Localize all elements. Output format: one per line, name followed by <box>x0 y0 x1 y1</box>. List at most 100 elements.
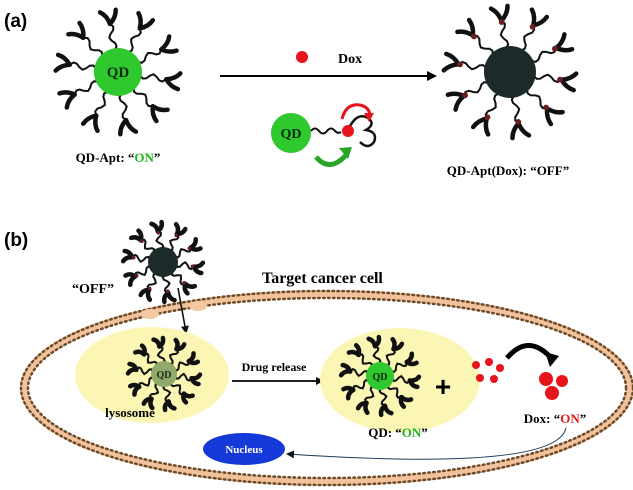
aptamer-strand <box>520 25 536 52</box>
aptamer-strand <box>170 381 185 396</box>
nucleus-label: Nucleus <box>225 444 263 456</box>
aptamer-hairpin-lobe <box>191 264 204 276</box>
aptamer-strand <box>135 366 154 376</box>
bound-dox-dot <box>166 289 170 294</box>
bound-dox-dot <box>471 33 477 40</box>
bound-dox-dot <box>187 246 192 251</box>
bound-dox-dot <box>529 23 536 30</box>
bound-dox-dot <box>552 45 558 52</box>
dox-molecule-icon <box>296 51 308 63</box>
aptamer-strand <box>94 90 109 116</box>
aptamer-hairpin-lobe <box>174 226 188 237</box>
aptamer-strand <box>391 374 411 385</box>
aptamer-hairpin-lobe <box>398 394 407 409</box>
aptamer-strand <box>170 270 186 286</box>
bound-dox-dot <box>462 92 468 99</box>
qd-on-caption: QD: “ON” <box>368 425 428 440</box>
released-qd-label: QD <box>373 372 388 383</box>
aptamer-hairpin-lobe <box>404 359 419 367</box>
aptamer-strand <box>358 353 373 368</box>
bound-dox-dot <box>190 264 195 269</box>
aptamer-hairpin-lobe <box>64 92 77 110</box>
bound-dox-dot <box>182 281 186 285</box>
endocytosis-arrow <box>177 287 189 334</box>
bound-dox-dot <box>174 233 179 238</box>
aptamer-hairpin-lobe <box>455 29 476 38</box>
aptamer-hairpin-lobe <box>150 104 170 113</box>
qd-apt-dox-off-particle <box>441 3 579 141</box>
bound-dox-dot <box>147 286 152 291</box>
off-label: “OFF” <box>72 282 114 297</box>
lysosome-qd-label: QD <box>157 370 172 381</box>
aptamer-strand <box>137 49 163 64</box>
aptamer-hairpin-lobe <box>378 403 388 418</box>
lysosome-label: lysosome <box>105 405 155 420</box>
aptamer-hairpin-lobe <box>80 113 99 126</box>
aptamer-strand <box>69 61 97 71</box>
bound-dox-dot <box>140 239 144 243</box>
aptamer-strand <box>143 352 158 367</box>
aptamer-hairpin-lobe <box>174 342 187 352</box>
aptamer-strand <box>526 88 548 110</box>
qd-core-dark <box>484 46 536 98</box>
bound-dox-dot <box>557 76 563 83</box>
aptamer-hairpin-lobe <box>441 61 461 73</box>
aptamer-hairpin-lobe <box>510 121 521 141</box>
inset-red-curved-arrow <box>340 103 372 120</box>
dox-curved-arrowhead <box>545 352 559 367</box>
aptamer-strand <box>140 238 156 254</box>
aptamer-hairpin-lobe <box>188 245 203 252</box>
aptamer-strand <box>168 233 180 252</box>
aptamer-hairpin-lobe <box>157 335 166 349</box>
aptamer-strand <box>127 28 142 54</box>
aptamer-hairpin-lobe <box>77 20 86 40</box>
aptamer-hairpin-lobe <box>444 51 461 67</box>
aptamer-hairpin-lobe <box>391 341 405 352</box>
aptamer-strand <box>138 376 155 387</box>
released-qd-core <box>366 362 394 390</box>
inset-dox-bound <box>342 125 354 137</box>
aptamer-hairpin-lobe <box>55 52 72 67</box>
dox-on-caption: Dox: “ON” <box>524 411 586 426</box>
bound-dox-dot <box>543 104 549 111</box>
aptamer-hairpin-lobe <box>544 106 565 115</box>
aptamer-arms <box>338 334 422 418</box>
qd-core-green <box>94 48 142 96</box>
aptamer-hairpin-lobe <box>155 219 165 234</box>
incoming-qd-core <box>148 247 178 277</box>
aptamer-hairpin-lobe <box>340 362 353 374</box>
aptamer-arms <box>441 3 579 141</box>
aptamer-strand <box>161 274 171 294</box>
aptamer-hairpin-lobe <box>127 382 142 390</box>
aptamer-hairpin-lobe <box>355 400 369 411</box>
aptamer-hairpin-lobe <box>97 10 113 27</box>
aptamer-hairpin-lobe <box>118 117 129 137</box>
aptamer-hairpin-lobe <box>53 62 72 73</box>
aptamer-strand <box>173 361 190 372</box>
bound-dox-dot <box>457 61 463 68</box>
aptamer-hairpin-lobe <box>372 334 382 349</box>
lysosome-qd-core <box>151 361 177 387</box>
aptamer-hairpin-lobe <box>139 343 147 357</box>
aptamer-hairpin-lobe <box>159 34 172 52</box>
aptamer-strand <box>352 378 370 391</box>
aptamer-hairpin-lobe <box>136 228 144 243</box>
aptamer-hairpin-lobe <box>159 47 179 54</box>
aptamer-strand <box>385 348 397 367</box>
aptamer-strand <box>462 81 489 97</box>
qd-apt-on-particle: QD <box>53 7 183 137</box>
aptamer-hairpin-lobe <box>164 77 181 92</box>
aptamer-strand <box>134 265 152 277</box>
aptamer-strand <box>532 73 562 84</box>
panel-b-label: (b) <box>4 230 28 251</box>
dox-to-nucleus-arrow <box>286 427 567 460</box>
aptamer-strand <box>131 253 151 263</box>
aptamer-strand <box>484 92 500 119</box>
aptamer-hairpin-lobe <box>182 281 190 296</box>
free-dox-cluster-large <box>539 372 568 400</box>
aptamer-hairpin-lobe <box>516 121 532 138</box>
aptamer-strand <box>73 80 99 95</box>
inset-red-arrowhead <box>364 113 374 122</box>
aptamer-hairpin-lobe <box>553 32 567 51</box>
